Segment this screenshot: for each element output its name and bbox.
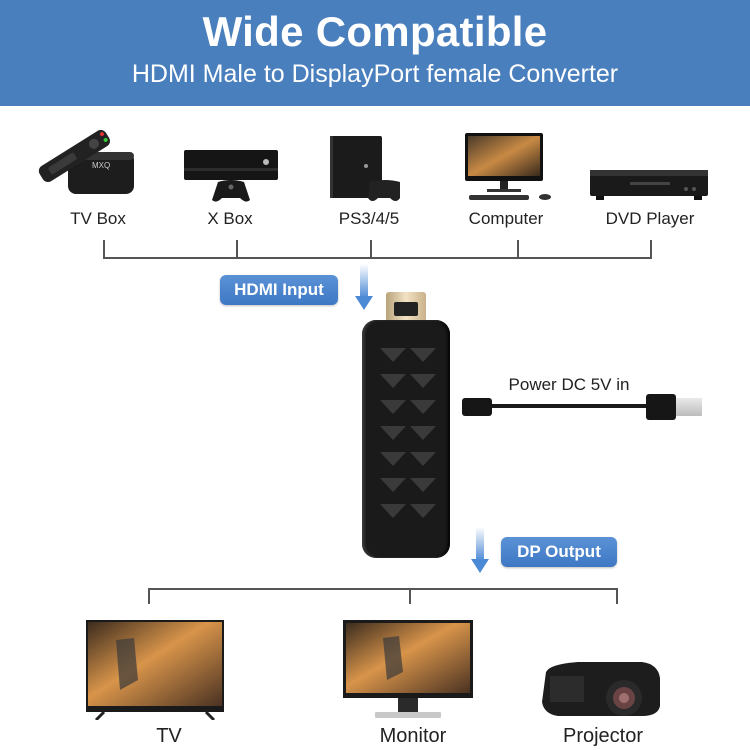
monitor-icon <box>343 620 473 720</box>
source-label-dvd-player: DVD Player <box>605 209 695 228</box>
xbox-console-icon <box>184 148 278 204</box>
dvd-player-icon <box>590 170 708 200</box>
source-label-xbox: X Box <box>207 209 253 228</box>
projector-icon <box>538 658 662 722</box>
tv-box-icon: MXQ <box>30 129 140 200</box>
page-subtitle: HDMI Male to DisplayPort female Converte… <box>131 60 619 88</box>
page-title: Wide Compatible <box>202 8 548 55</box>
source-label-computer: Computer <box>468 209 544 228</box>
source-label-playstation: PS3/4/5 <box>338 209 400 228</box>
display-label-tv: TV <box>156 725 182 747</box>
playstation-console-icon <box>330 136 400 204</box>
adapter-body <box>362 320 450 558</box>
down-arrow-icon <box>355 264 373 312</box>
header-banner: Wide Compatible HDMI Male to DisplayPort… <box>0 0 750 106</box>
down-arrow-icon <box>471 527 489 575</box>
tv-icon <box>86 620 224 722</box>
hdmi-input-badge: HDMI Input <box>220 275 338 305</box>
desktop-computer-icon <box>465 133 555 203</box>
power-label: Power DC 5V in <box>508 375 630 394</box>
dp-output-badge: DP Output <box>501 537 617 567</box>
source-label-tv-box: TV Box <box>70 209 126 228</box>
display-label-monitor: Monitor <box>379 725 447 747</box>
svg-text:MXQ: MXQ <box>92 161 110 170</box>
display-label-projector: Projector <box>562 725 644 747</box>
